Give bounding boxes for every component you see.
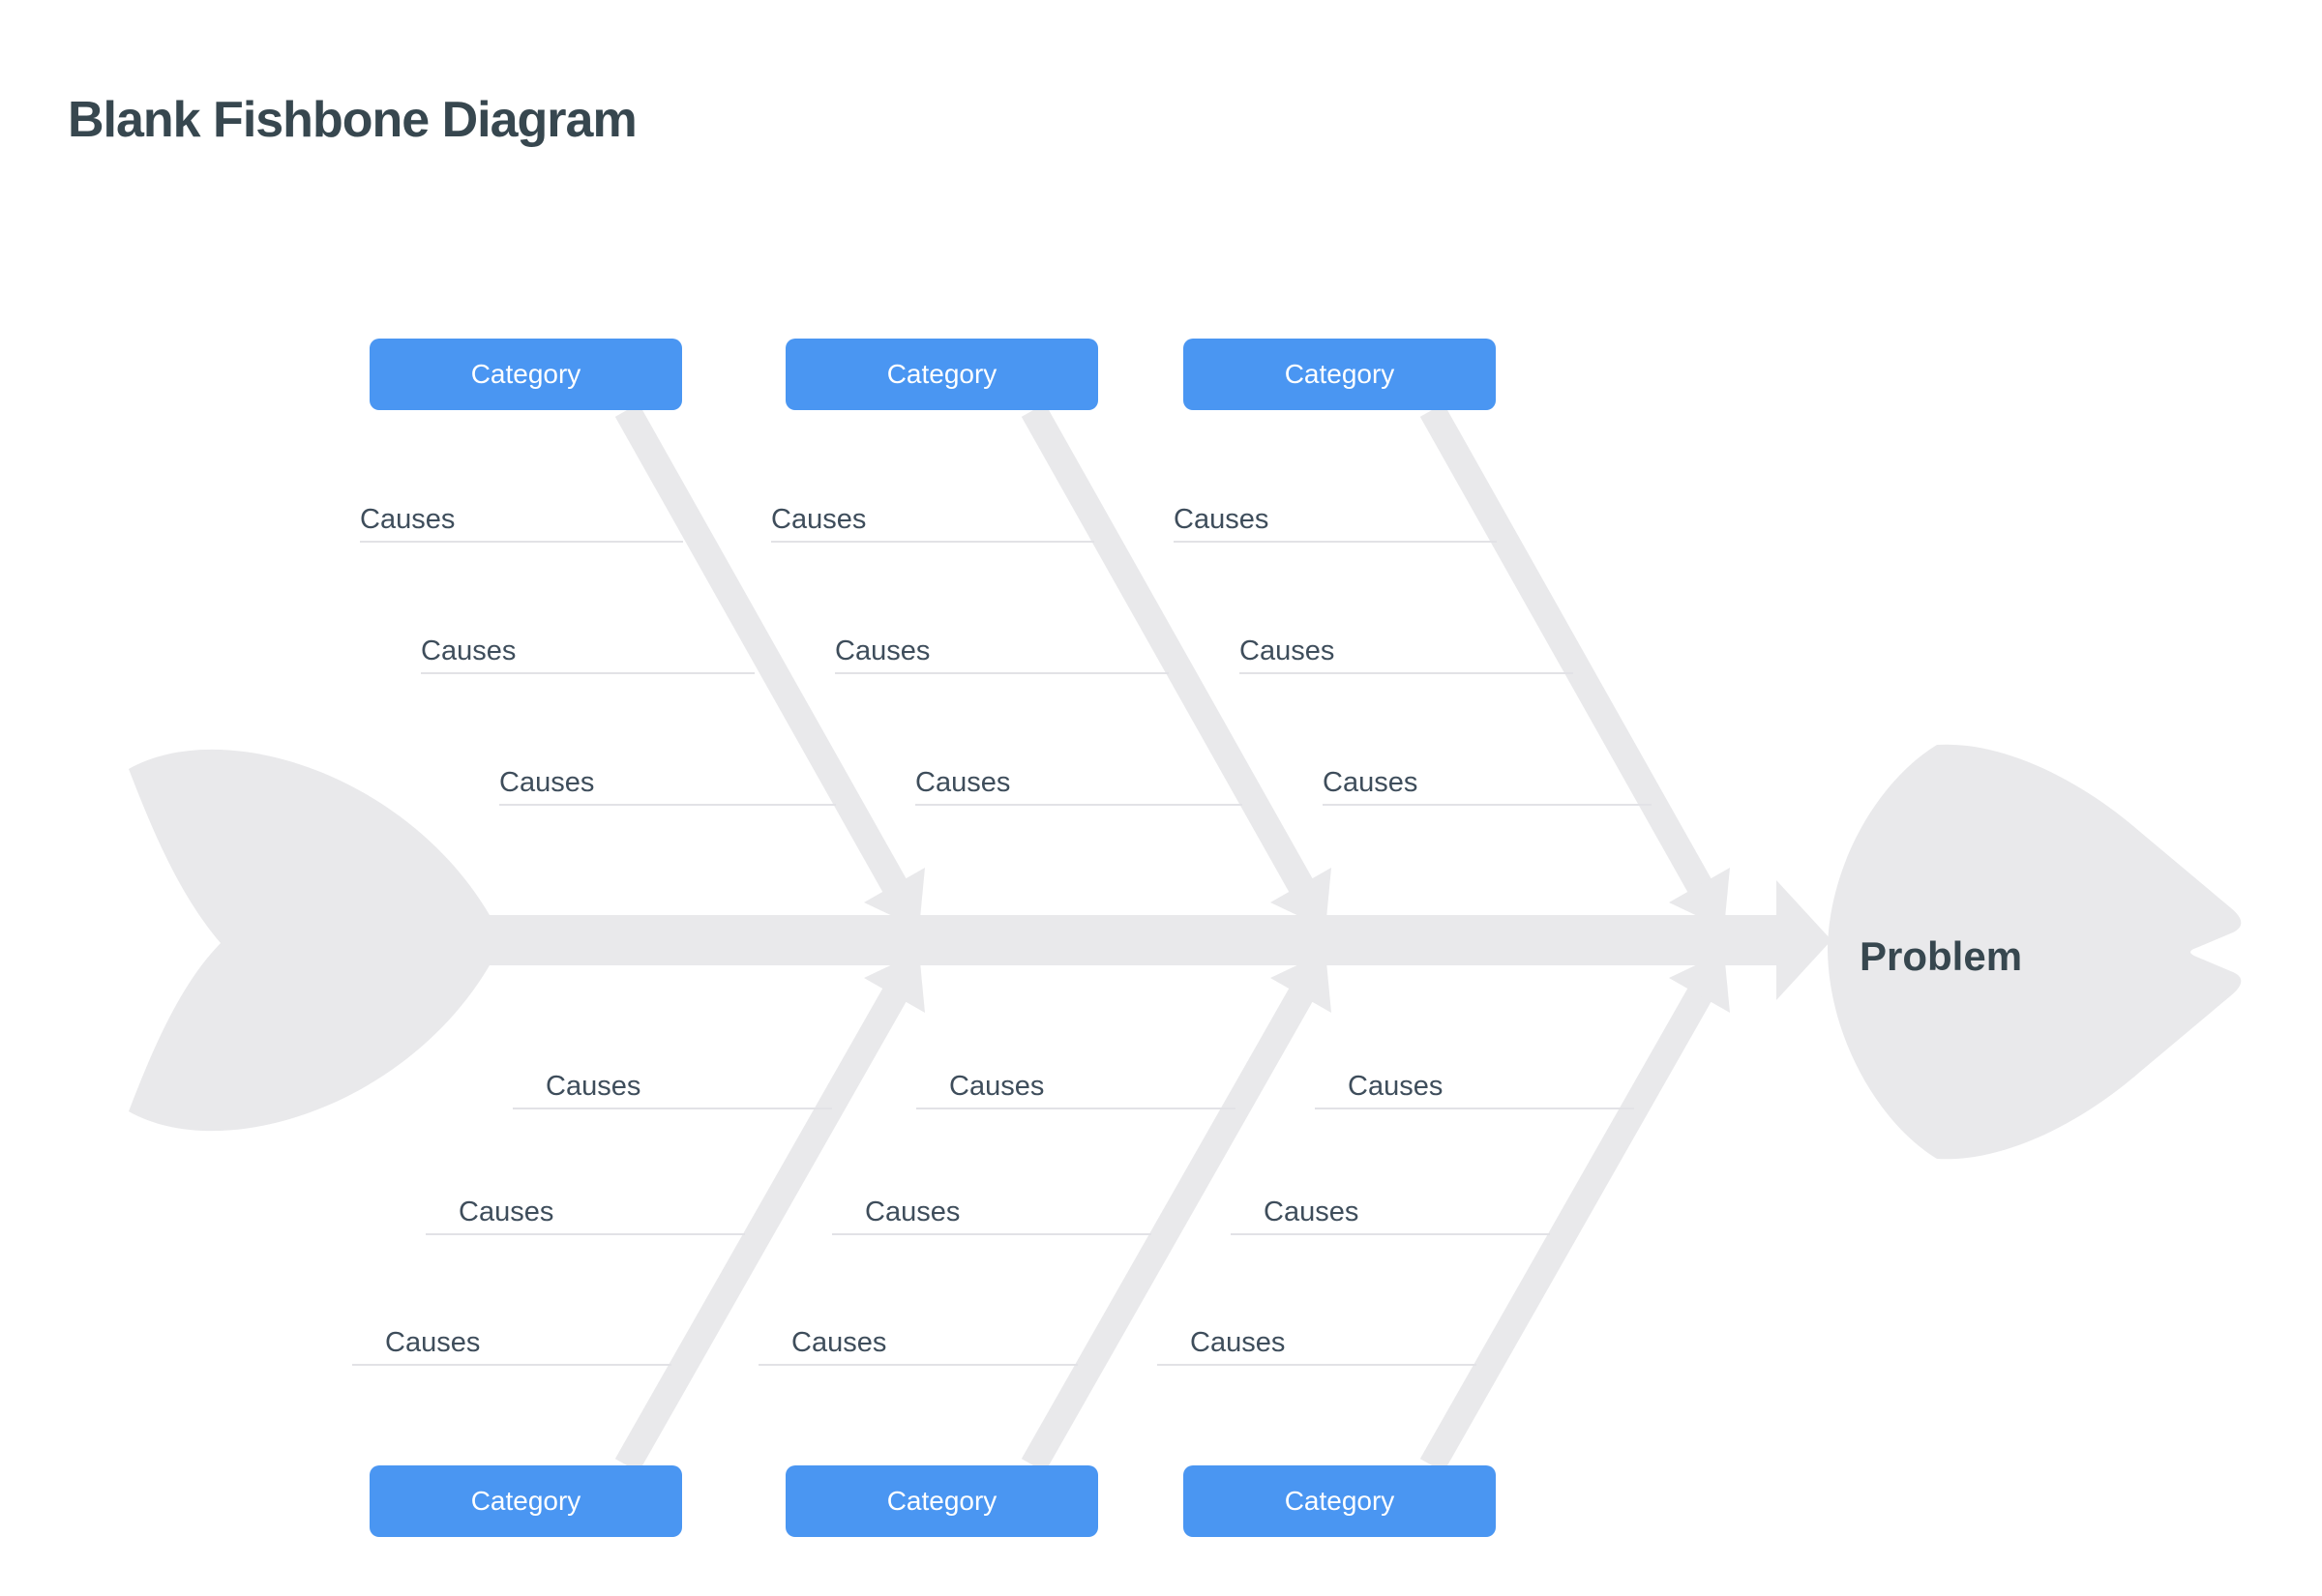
cause-label: Causes	[1264, 1197, 1359, 1227]
cause-label: Causes	[915, 767, 1011, 798]
cause-field[interactable]: Causes	[360, 505, 683, 543]
cause-label: Causes	[1348, 1071, 1444, 1102]
cause-label: Causes	[1323, 767, 1418, 798]
branch-arrow-top-1	[614, 403, 908, 895]
cause-label: Causes	[546, 1071, 641, 1102]
problem-label[interactable]: Problem	[1860, 933, 2023, 979]
branch-arrowhead-top-3	[1669, 868, 1730, 929]
cause-underline	[759, 1364, 1078, 1366]
branch-arrow-bottom-1	[614, 986, 908, 1472]
cause-underline	[771, 541, 1094, 543]
cause-underline	[426, 1233, 745, 1235]
page-title: Blank Fishbone Diagram	[68, 92, 638, 148]
cause-field[interactable]: Causes	[835, 636, 1169, 674]
cause-underline	[832, 1233, 1151, 1235]
cause-label: Causes	[771, 504, 867, 535]
cause-label: Causes	[1239, 635, 1335, 666]
category-box-top-1[interactable]: Category	[370, 339, 682, 410]
cause-field[interactable]: Causes	[513, 1072, 832, 1109]
category-box-top-3[interactable]: Category	[1183, 339, 1496, 410]
cause-label: Causes	[421, 635, 517, 666]
cause-underline	[1174, 541, 1497, 543]
cause-label: Causes	[360, 504, 456, 535]
category-box-bottom-2[interactable]: Category	[786, 1465, 1098, 1537]
cause-underline	[916, 1108, 1235, 1109]
branch-arrow-top-3	[1419, 403, 1713, 895]
cause-underline	[352, 1364, 671, 1366]
category-label: Category	[886, 359, 997, 389]
cause-underline	[1157, 1364, 1476, 1366]
fish-tail-shape	[129, 749, 490, 1132]
category-box-bottom-3[interactable]: Category	[1183, 1465, 1496, 1537]
branch-arrowhead-top-2	[1270, 868, 1331, 929]
cause-field[interactable]: Causes	[421, 636, 755, 674]
cause-underline	[1323, 804, 1652, 806]
fish-head-shape	[1828, 744, 2242, 1160]
cause-label: Causes	[949, 1071, 1045, 1102]
cause-underline	[835, 672, 1169, 674]
cause-field[interactable]: Causes	[759, 1328, 1078, 1366]
cause-label: Causes	[1190, 1327, 1286, 1358]
cause-label: Causes	[499, 767, 595, 798]
branch-arrow-top-2	[1021, 403, 1315, 895]
cause-underline	[1239, 672, 1573, 674]
cause-field[interactable]: Causes	[1231, 1197, 1550, 1235]
cause-label: Causes	[791, 1327, 887, 1358]
cause-label: Causes	[835, 635, 931, 666]
cause-underline	[360, 541, 683, 543]
cause-field[interactable]: Causes	[915, 768, 1242, 806]
branch-arrow-bottom-3	[1419, 986, 1713, 1472]
cause-underline	[915, 804, 1242, 806]
branch-arrowhead-top-1	[864, 868, 925, 929]
branch-arrow-bottom-2	[1021, 986, 1315, 1472]
spine-arrowhead-icon	[1776, 880, 1831, 1000]
cause-field[interactable]: Causes	[1157, 1328, 1476, 1366]
cause-field[interactable]: Causes	[771, 505, 1094, 543]
cause-field[interactable]: Causes	[1174, 505, 1497, 543]
branch-arrowhead-bottom-1	[864, 952, 925, 1013]
cause-field[interactable]: Causes	[352, 1328, 671, 1366]
branch-arrowhead-bottom-3	[1669, 952, 1730, 1013]
branch-arrowhead-bottom-2	[1270, 952, 1331, 1013]
cause-field[interactable]: Causes	[499, 768, 836, 806]
cause-field[interactable]: Causes	[1315, 1072, 1634, 1109]
cause-field[interactable]: Causes	[1239, 636, 1573, 674]
cause-underline	[1231, 1233, 1550, 1235]
category-box-bottom-1[interactable]: Category	[370, 1465, 682, 1537]
category-label: Category	[886, 1486, 997, 1516]
cause-field[interactable]: Causes	[426, 1197, 745, 1235]
cause-label: Causes	[385, 1327, 481, 1358]
cause-underline	[513, 1108, 832, 1109]
fish-spine	[455, 915, 1776, 965]
cause-underline	[421, 672, 755, 674]
category-label: Category	[1284, 359, 1395, 389]
cause-field[interactable]: Causes	[1323, 768, 1652, 806]
cause-underline	[499, 804, 836, 806]
cause-underline	[1315, 1108, 1634, 1109]
cause-field[interactable]: Causes	[916, 1072, 1235, 1109]
category-label: Category	[470, 1486, 581, 1516]
cause-label: Causes	[459, 1197, 554, 1227]
cause-field[interactable]: Causes	[832, 1197, 1151, 1235]
cause-label: Causes	[1174, 504, 1269, 535]
category-label: Category	[1284, 1486, 1395, 1516]
category-label: Category	[470, 359, 581, 389]
category-box-top-2[interactable]: Category	[786, 339, 1098, 410]
cause-label: Causes	[865, 1197, 961, 1227]
